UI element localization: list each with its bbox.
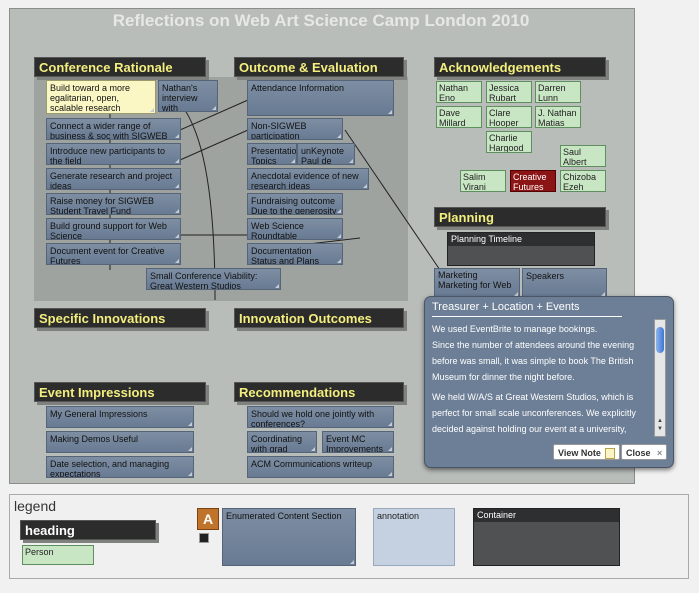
note-impression[interactable]: Making Demos Useful (46, 431, 194, 453)
heading-recommendations[interactable]: Recommendations (234, 382, 404, 402)
person-card[interactable]: Clare Hooper (486, 106, 532, 128)
note-popup[interactable]: Treasurer + Location + Events We used Ev… (424, 296, 674, 468)
close-button[interactable]: Close × (621, 444, 668, 460)
heading-outcome-evaluation[interactable]: Outcome & Evaluation (234, 57, 404, 77)
note-recommendation[interactable]: ACM Communications writeup (247, 456, 394, 478)
note-presentation-topics[interactable]: Presentation Topics (247, 143, 297, 165)
note-impression[interactable]: Date selection, and managing expectation… (46, 456, 194, 478)
connector-line (179, 129, 249, 161)
page-title: Reflections on Web Art Science Camp Lond… (112, 11, 530, 30)
note-rationale-item[interactable]: Raise money for SIGWEB Student Travel Fu… (46, 193, 181, 215)
popup-body[interactable]: We used EventBrite to manage bookings. S… (432, 321, 656, 437)
heading-specific-innovations[interactable]: Specific Innovations (34, 308, 206, 328)
legend-enumerated-sample: Enumerated Content Section (222, 508, 356, 566)
person-card-creative-futures[interactable]: Creative Futures (510, 170, 556, 192)
note-nathan-interview[interactable]: Nathan's interview with Creative (158, 80, 218, 112)
view-note-label: View Note (558, 448, 601, 458)
note-marketing[interactable]: Marketing Marketing for Web (434, 268, 520, 298)
person-card[interactable]: Charlie Hargood (486, 131, 532, 153)
note-recommendation[interactable]: Event MC Improvements (322, 431, 394, 453)
enumerated-badge-icon: A (197, 508, 219, 530)
legend-heading-sample: heading (20, 520, 156, 540)
person-card[interactable]: Saul Albert (560, 145, 606, 167)
scrollbar-thumb[interactable] (656, 327, 664, 353)
view-note-button[interactable]: View Note (553, 444, 621, 460)
person-card[interactable]: Darren Lunn (535, 81, 581, 103)
person-card[interactable]: Dave Millard (436, 106, 482, 128)
note-impression[interactable]: My General Impressions (46, 406, 194, 428)
person-card[interactable]: Jessica Rubart (486, 81, 532, 103)
note-small-conference-viability[interactable]: Small Conference Viability: Great Wester… (146, 268, 281, 290)
note-attendance-information[interactable]: Attendance Information (247, 80, 394, 116)
popup-title: Treasurer + Location + Events (432, 301, 580, 313)
note-speakers[interactable]: Speakers (522, 268, 607, 298)
person-card[interactable]: Chizoba Ezeh (560, 170, 606, 192)
scroll-up-arrow-icon[interactable]: ▲ (657, 418, 663, 424)
popup-scrollbar[interactable]: ▲ ▼ (654, 319, 666, 437)
note-rationale-item[interactable]: Document event for Creative Futures (46, 243, 181, 265)
note-rationale-item[interactable]: Generate research and project ideas (46, 168, 181, 190)
heading-conference-rationale[interactable]: Conference Rationale (34, 57, 206, 77)
collapse-icon (199, 533, 209, 543)
note-marketing-title: Marketing (438, 270, 478, 280)
container-title: Container (474, 509, 619, 522)
note-rationale-item[interactable]: Connect a wider range of business & soc … (46, 118, 181, 140)
legend-label: legend (14, 498, 57, 514)
note-web-science-roundtable[interactable]: Web Science Roundtable (247, 218, 343, 240)
note-non-sigweb-participation[interactable]: Non-SIGWEB participation (247, 118, 343, 140)
close-label: Close (626, 448, 651, 458)
note-anecdotal-evidence[interactable]: Anecdotal evidence of new research ideas (247, 168, 369, 190)
note-rationale-item[interactable]: Build ground support for Web Science (46, 218, 181, 240)
heading-acknowledgements[interactable]: Acknowledgements (434, 57, 606, 77)
note-icon (605, 448, 616, 460)
heading-event-impressions[interactable]: Event Impressions (34, 382, 206, 402)
close-icon: × (657, 448, 663, 458)
popup-paragraph: We held W/A/S at Great Western Studios, … (432, 392, 636, 434)
person-card[interactable]: Nathan Eno (436, 81, 482, 103)
note-fundraising-outcome[interactable]: Fundraising outcome Due to the generosit… (247, 193, 343, 215)
container-title: Planning Timeline (448, 233, 594, 246)
legend-container-sample: Container (473, 508, 620, 566)
heading-planning[interactable]: Planning (434, 207, 606, 227)
note-marketing-body: Marketing for Web (438, 280, 512, 290)
note-rationale-item[interactable]: Introduce new participants to the field (46, 143, 181, 165)
note-unkeynote[interactable]: unKeynote Paul de Bra's (297, 143, 355, 165)
legend-person-sample: Person (22, 545, 94, 565)
person-card[interactable]: Salim Virani (460, 170, 506, 192)
popup-paragraph: We used EventBrite to manage bookings. (432, 324, 598, 334)
legend-annotation-sample: annotation (373, 508, 455, 566)
container-planning-timeline[interactable]: Planning Timeline (447, 232, 595, 266)
person-card[interactable]: J. Nathan Matias (535, 106, 581, 128)
popup-paragraph: Since the number of attendees around the… (432, 340, 635, 382)
note-egalitarian-research[interactable]: Build toward a more egalitarian, open, s… (46, 80, 156, 114)
connector-line (344, 129, 441, 271)
note-recommendation[interactable]: Should we hold one jointly with conferen… (247, 406, 394, 428)
note-recommendation[interactable]: Coordinating with grad (247, 431, 317, 453)
popup-divider (432, 316, 622, 317)
connector-line (179, 99, 249, 131)
scroll-down-arrow-icon[interactable]: ▼ (657, 426, 663, 432)
note-documentation-status[interactable]: Documentation Status and Plans (247, 243, 343, 265)
heading-innovation-outcomes[interactable]: Innovation Outcomes (234, 308, 404, 328)
